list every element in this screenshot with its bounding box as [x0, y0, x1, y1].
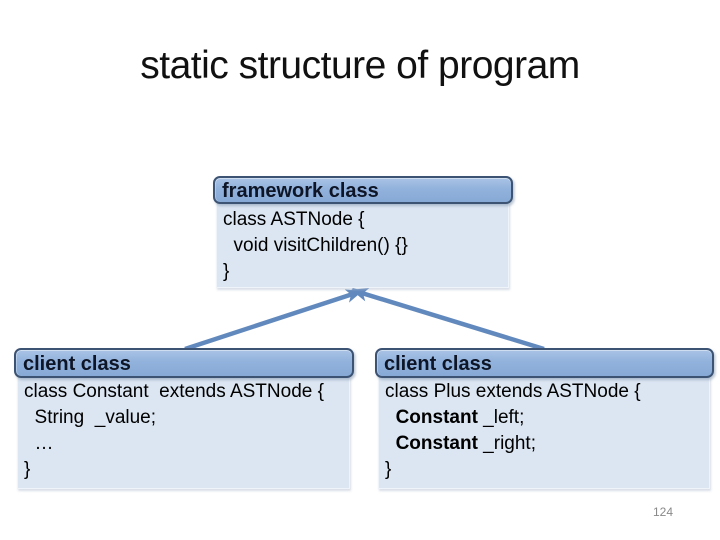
client-constant-header: client class — [14, 348, 354, 378]
client-class-box-plus: class Plus extends ASTNode { Constant _l… — [375, 348, 714, 489]
code-line: class ASTNode { — [223, 209, 365, 230]
inheritance-arrow-right — [351, 287, 545, 352]
code-line: } — [24, 459, 31, 480]
framework-class-header: framework class — [213, 176, 513, 204]
client-class-box-constant: class Constant extends ASTNode { String … — [14, 348, 354, 489]
code-line: } — [223, 261, 230, 282]
client-plus-header: client class — [375, 348, 714, 378]
code-line: String _value; — [24, 407, 157, 428]
client-constant-code: class Constant extends ASTNode { String … — [17, 376, 350, 489]
slide-title: static structure of program — [140, 44, 580, 87]
framework-class-box: class ASTNode { void visitChildren() {}}… — [213, 176, 513, 288]
code-line: } — [385, 459, 392, 480]
code-line: Constant _right; — [395, 433, 536, 454]
code-line: void visitChildren() {} — [223, 235, 408, 256]
code-line: Constant _left; — [395, 407, 525, 428]
code-line: class Plus extends ASTNode { — [385, 381, 641, 402]
client-plus-code: class Plus extends ASTNode { Constant _l… — [378, 376, 710, 489]
inheritance-arrow-left — [184, 288, 363, 352]
code-line: … — [24, 433, 54, 454]
framework-class-header-label: framework class — [222, 180, 379, 202]
page-number: 124 — [652, 505, 673, 519]
framework-class-code: class ASTNode { void visitChildren() {}} — [216, 202, 509, 288]
client-constant-header-label: client class — [23, 353, 131, 375]
code-line: class Constant extends ASTNode { — [24, 381, 324, 402]
client-plus-header-label: client class — [384, 353, 492, 375]
